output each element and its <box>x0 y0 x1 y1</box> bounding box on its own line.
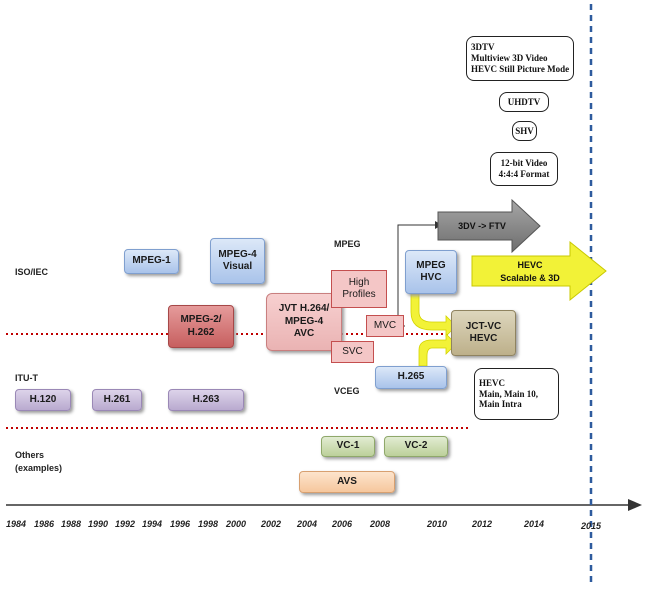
row-label-iso: ISO/IEC <box>15 267 49 277</box>
group-label-vceg: VCEG <box>334 386 360 396</box>
note-uhdtv: UHDTV <box>499 92 549 112</box>
hevc-extension-label: HEVC Scalable & 3D <box>500 260 560 284</box>
box-vc1: VC-1 <box>321 436 375 457</box>
threedv-ftv-label: 3DV -> FTV <box>458 221 506 231</box>
box-vc2: VC-2 <box>384 436 448 457</box>
year-label: 2006 <box>331 519 353 529</box>
year-label: 1994 <box>141 519 163 529</box>
row-label-others: Others (examples) <box>15 450 63 474</box>
year-label: 2014 <box>523 519 545 529</box>
year-label: 2002 <box>260 519 282 529</box>
box-h263: H.263 <box>168 389 244 411</box>
note-hevc-profiles: HEVC Main, Main 10, Main Intra <box>474 368 559 420</box>
year-label: 2008 <box>369 519 391 529</box>
year-label: 1992 <box>114 519 136 529</box>
year-label: 1990 <box>87 519 109 529</box>
year-label: 2010 <box>426 519 448 529</box>
year-label: 2012 <box>471 519 493 529</box>
year-label: 1986 <box>33 519 55 529</box>
note-3dtv: 3DTV Multiview 3D Video HEVC Still Pictu… <box>466 36 574 81</box>
box-h265: H.265 <box>375 366 447 389</box>
hevc-extension-arrow <box>471 240 607 302</box>
box-h261: H.261 <box>92 389 142 411</box>
year-label: 1988 <box>60 519 82 529</box>
box-svc: SVC <box>331 341 374 363</box>
year-label: 2015 <box>580 521 602 531</box>
row-label-itu: ITU-T <box>15 373 38 383</box>
box-high-profiles: High Profiles <box>331 270 387 308</box>
box-mvc: MVC <box>366 315 404 337</box>
note-shv: SHV <box>512 121 537 141</box>
threedv-ftv-arrow <box>437 198 541 254</box>
group-label-mpeg: MPEG <box>334 239 361 249</box>
box-mpeg1: MPEG-1 <box>124 249 179 274</box>
year-label: 1998 <box>197 519 219 529</box>
box-jct-vc-hevc: JCT-VC HEVC <box>451 310 516 356</box>
box-mpeg-hvc: MPEG HVC <box>405 250 457 294</box>
note-12bit: 12-bit Video 4:4:4 Format <box>490 152 558 186</box>
box-h264-avc: JVT H.264/ MPEG-4 AVC <box>266 293 342 351</box>
timeline-arrowhead <box>628 499 642 511</box>
box-h120: H.120 <box>15 389 71 411</box>
box-mpeg4-visual: MPEG-4 Visual <box>210 238 265 284</box>
year-label: 1984 <box>5 519 27 529</box>
year-label: 1996 <box>169 519 191 529</box>
box-mpeg2-h262: MPEG-2/ H.262 <box>168 305 234 348</box>
box-avs: AVS <box>299 471 395 493</box>
year-label: 2004 <box>296 519 318 529</box>
hvc-merge-arrow <box>410 293 457 337</box>
year-label: 2000 <box>225 519 247 529</box>
